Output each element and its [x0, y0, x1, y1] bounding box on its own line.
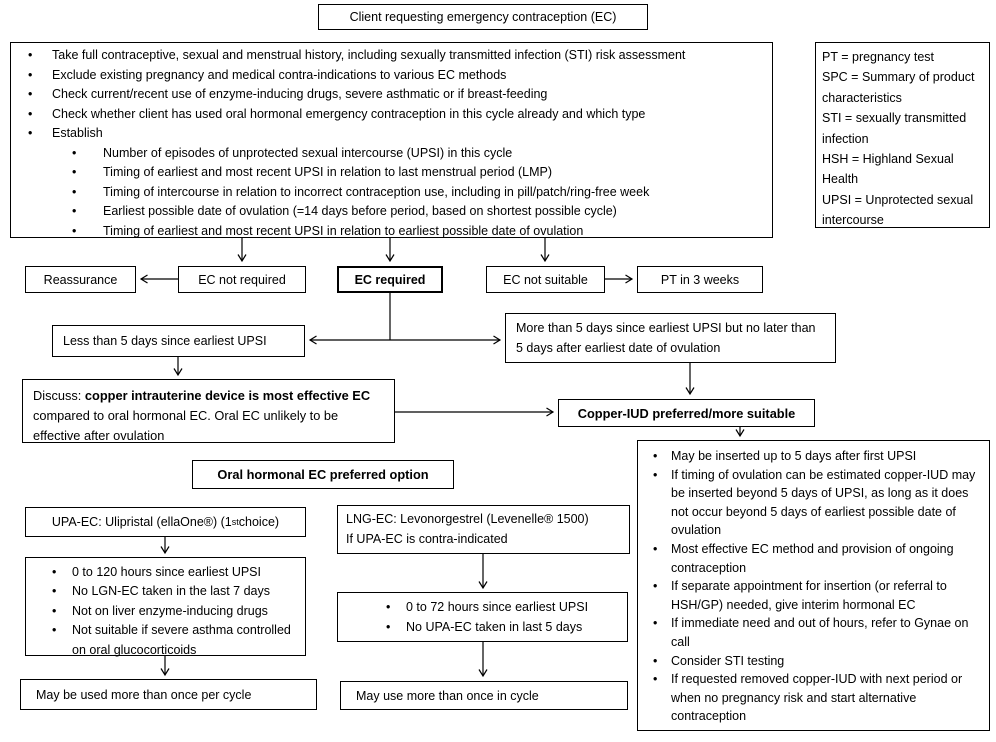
upa-title-superscript: st — [231, 517, 239, 527]
assessment-item: Check whether client has used oral hormo… — [11, 105, 772, 125]
assessment-item: Take full contraceptive, sexual and mens… — [11, 46, 772, 66]
copper-iud-item: If timing of ovulation can be estimated … — [638, 466, 983, 540]
copper-iud-item: May be inserted up to 5 days after first… — [638, 447, 983, 466]
pt-in-3-weeks-box: PT in 3 weeks — [637, 266, 763, 293]
establish-item: Timing of earliest and most recent UPSI … — [11, 163, 772, 183]
lng-title-line2: If UPA-EC is contra-indicated — [346, 531, 508, 546]
assessment-item: Establish — [11, 124, 772, 144]
establish-item: Number of episodes of unprotected sexual… — [11, 144, 772, 164]
legend-box: PT = pregnancy test SPC = Summary of pro… — [815, 42, 990, 228]
lng-title-line1: LNG-EC: Levonorgestrel (Levenelle® 1500) — [346, 512, 589, 526]
establish-item: Earliest possible date of ovulation (=14… — [11, 202, 772, 222]
more-than-5-days-box: More than 5 days since earliest UPSI but… — [505, 313, 836, 363]
upa-footer-box: May be used more than once per cycle — [20, 679, 317, 710]
copper-iud-item: If immediate need and out of hours, refe… — [638, 614, 983, 651]
copper-iud-preferred-box: Copper-IUD preferred/more suitable — [558, 399, 815, 427]
lng-criteria-item: No UPA-EC taken in last 5 days — [338, 617, 623, 637]
upa-title-text: UPA-EC: Ulipristal (ellaOne®) (1 — [51, 515, 232, 529]
lng-ec-title-box: LNG-EC: Levonorgestrel (Levenelle® 1500)… — [337, 505, 630, 554]
discuss-bold-text: copper intrauterine device is most effec… — [84, 388, 371, 403]
upa-ec-criteria-box: 0 to 120 hours since earliest UPSI No LG… — [25, 557, 306, 657]
assessment-box: Take full contraceptive, sexual and mens… — [10, 42, 773, 241]
upa-criteria-item: 0 to 120 hours since earliest UPSI — [26, 563, 301, 583]
lng-footer-box: May use more than once in cycle — [340, 681, 628, 710]
discuss-prefix: Discuss: — [33, 388, 85, 403]
copper-iud-item: If separate appointment for insertion (o… — [638, 577, 983, 614]
ec-required-box: EC required — [337, 266, 443, 293]
ec-not-required-box: EC not required — [178, 266, 306, 293]
legend-entry: SPC = Summary of product characteristics — [822, 70, 975, 105]
assessment-item: Exclude existing pregnancy and medical c… — [11, 66, 772, 86]
title-box: Client requesting emergency contraceptio… — [318, 4, 648, 30]
discuss-suffix: compared to oral hormonal EC. Oral EC un… — [33, 408, 339, 443]
upa-criteria-item: No LGN-EC taken in the last 7 days — [26, 582, 301, 602]
discuss-copper-iud-box: Discuss: copper intrauterine device is m… — [22, 379, 395, 443]
legend-entry: HSH = Highland Sexual Health — [822, 152, 954, 187]
establish-item: Timing of intercourse in relation to inc… — [11, 183, 772, 203]
oral-hormonal-header-box: Oral hormonal EC preferred option — [192, 460, 454, 489]
less-than-5-days-box: Less than 5 days since earliest UPSI — [52, 325, 305, 357]
legend-entry: STI = sexually transmitted infection — [822, 111, 967, 146]
upa-title-text-end: choice) — [238, 515, 280, 529]
copper-iud-details-box: May be inserted up to 5 days after first… — [637, 440, 990, 731]
lng-ec-criteria-box: 0 to 72 hours since earliest UPSI No UPA… — [337, 592, 628, 642]
copper-iud-item: If requested removed copper-IUD with nex… — [638, 670, 983, 726]
legend-entry: PT = pregnancy test — [822, 50, 934, 64]
reassurance-box: Reassurance — [25, 266, 136, 293]
copper-iud-item: Consider STI testing — [638, 652, 983, 671]
lng-criteria-item: 0 to 72 hours since earliest UPSI — [338, 597, 623, 617]
legend-entry: UPSI = Unprotected sexual intercourse — [822, 192, 974, 228]
establish-item: Timing of earliest and most recent UPSI … — [11, 222, 772, 242]
ec-not-suitable-box: EC not suitable — [486, 266, 605, 293]
assessment-item: Check current/recent use of enzyme-induc… — [11, 85, 772, 105]
upa-criteria-item: Not suitable if severe asthma controlled… — [26, 621, 301, 660]
upa-criteria-item: Not on liver enzyme-inducing drugs — [26, 602, 301, 622]
copper-iud-item: Most effective EC method and provision o… — [638, 540, 983, 577]
